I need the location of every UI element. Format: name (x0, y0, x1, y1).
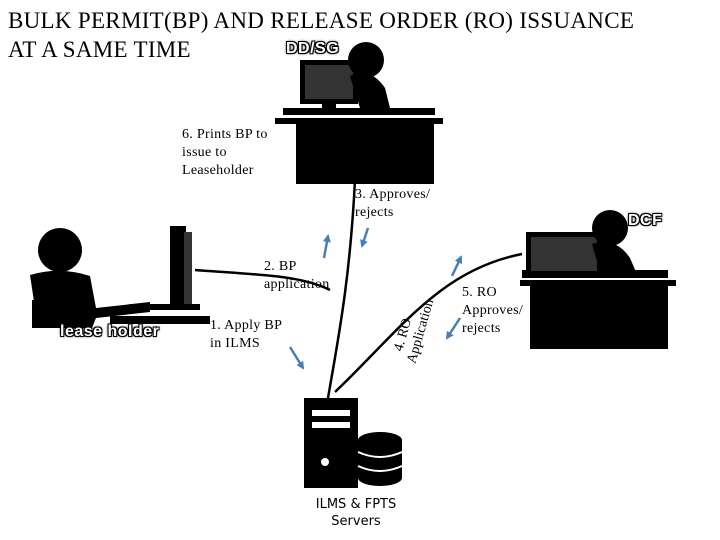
ddsg-label: DD/SG (286, 40, 340, 57)
title-line-2: AT A SAME TIME (8, 37, 191, 62)
step1-label: 1. Apply BP in ILMS (210, 318, 283, 351)
title-line-1: BULK PERMIT(BP) AND RELEASE ORDER (RO) I… (8, 8, 635, 33)
flow-arrows (288, 227, 463, 370)
line-leaseholder-to-server (194, 268, 331, 292)
arrow-step2-icon (322, 234, 331, 259)
step3-label: 3. Approves/ rejects (355, 187, 431, 220)
dcf-workstation-icon (520, 210, 676, 349)
step5-label: 5. RO Approves/ rejects (462, 285, 524, 336)
arrow-step4-icon (450, 255, 463, 277)
server-icon (304, 398, 403, 488)
line-server-to-ddsg (326, 179, 357, 399)
arrow-step5-icon (445, 317, 462, 340)
arrow-step3-icon (360, 227, 370, 248)
step2-label: 2. BP application (264, 259, 330, 292)
server-label: ILMS & FPTS Servers (315, 497, 397, 529)
lease-holder-label: lease holder (60, 323, 160, 340)
leaseholder-workstation-icon (30, 226, 210, 328)
dcf-label: DCF (628, 212, 663, 229)
line-server-to-dcf (334, 252, 523, 393)
step4-label: 4. RO Application (389, 293, 437, 365)
page-title: BULK PERMIT(BP) AND RELEASE ORDER (RO) I… (8, 6, 634, 64)
connection-lines (194, 179, 523, 399)
arrow-step1-icon (288, 346, 305, 370)
ddsg-workstation-icon (275, 42, 443, 184)
step6-label: 6. Prints BP to issue to Leaseholder (182, 127, 268, 178)
